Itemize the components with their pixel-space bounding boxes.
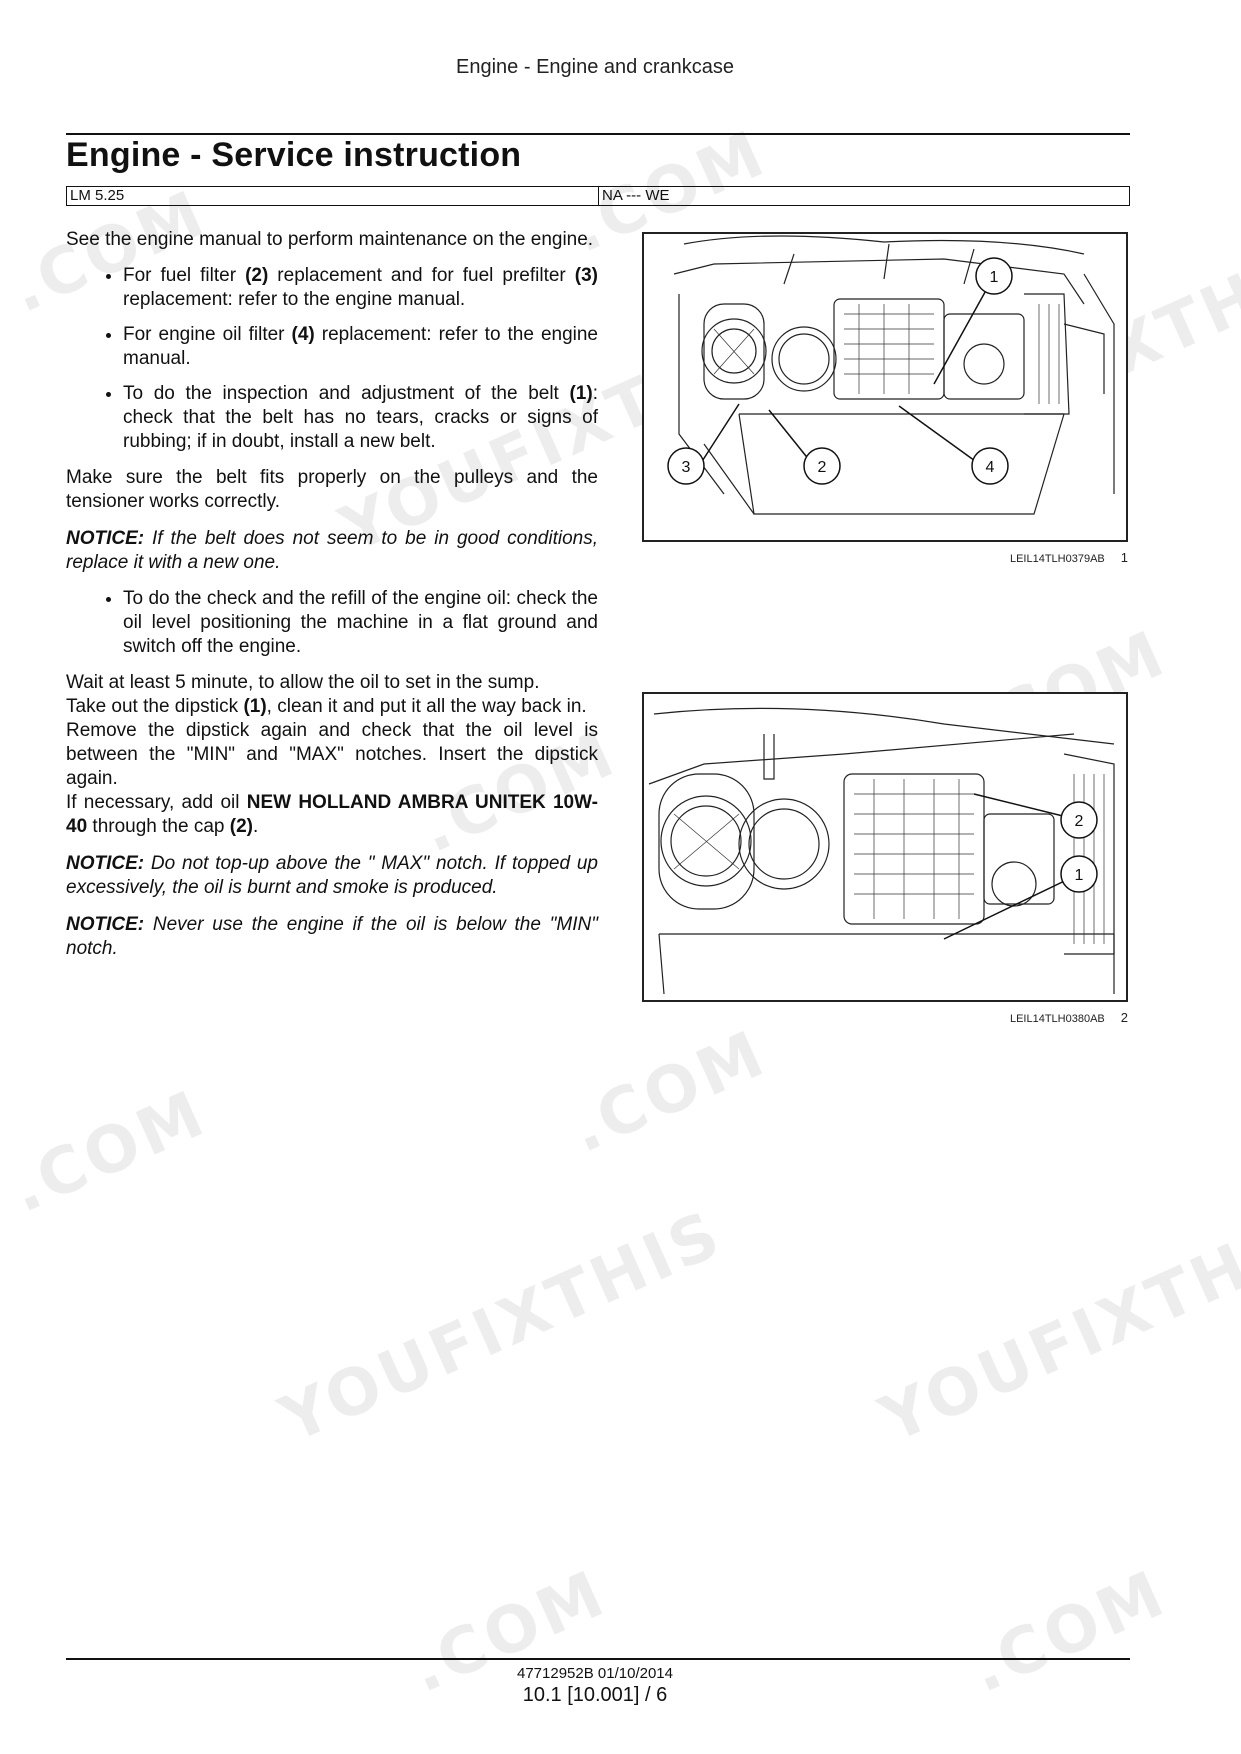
list-item: To do the check and the refill of the en… xyxy=(123,587,598,659)
add-oil-paragraph: If necessary, add oil NEW HOLLAND AMBRA … xyxy=(66,792,598,837)
list-item: To do the inspection and adjustment of t… xyxy=(123,382,598,454)
figure-1: 1 3 2 4 xyxy=(642,232,1128,542)
document-code: 47712952B 01/10/2014 xyxy=(517,1665,673,1682)
page-reference: 10.1 [10.001] / 6 xyxy=(522,1684,668,1706)
instruction-text: See the engine manual to perform mainten… xyxy=(66,228,598,961)
header-rule xyxy=(66,133,1130,135)
callout-label: 1 xyxy=(1075,867,1084,884)
notice-min: NOTICE: Never use the engine if the oil … xyxy=(66,914,598,959)
belt-paragraph: Make sure the belt fits properly on the … xyxy=(66,467,598,512)
figure-1-caption: LEIL14TLH0379AB 1 xyxy=(642,550,1128,565)
notice-belt: NOTICE: If the belt does not seem to be … xyxy=(66,528,598,573)
engine-bay-illustration-1: 1 3 2 4 xyxy=(667,235,1115,515)
watermark: .COM xyxy=(0,1076,218,1228)
figure-code: LEIL14TLH0380AB xyxy=(1009,1013,1105,1025)
callout-label: 2 xyxy=(1075,813,1084,830)
page-title: Engine - Service instruction xyxy=(66,136,522,174)
figure-2: 2 1 xyxy=(642,692,1128,1002)
figure-number: 1 xyxy=(1120,550,1128,565)
model-cell: LM 5.25 xyxy=(67,187,599,205)
applicability-table: LM 5.25 NA --- WE xyxy=(66,186,1130,206)
list-item: For fuel filter (2) replacement and for … xyxy=(123,264,598,312)
footer-rule xyxy=(66,1658,1130,1660)
engine-bay-illustration-2: 2 1 xyxy=(648,707,1115,995)
callout-label: 1 xyxy=(990,269,999,286)
watermark: YOUFIXTHIS xyxy=(270,1197,734,1458)
running-header: Engine - Engine and crankcase xyxy=(456,56,734,78)
remove-paragraph: Remove the dipstick again and check that… xyxy=(66,720,598,789)
list-item: For engine oil filter (4) replacement: r… xyxy=(123,323,598,371)
dipstick-paragraph: Take out the dipstick (1), clean it and … xyxy=(66,696,587,717)
figure-code: LEIL14TLH0379AB xyxy=(1009,553,1105,565)
watermark: YOUFIXTHIS xyxy=(870,1197,1241,1458)
notice-max: NOTICE: Do not top-up above the " MAX" n… xyxy=(66,853,598,898)
intro-paragraph: See the engine manual to perform mainten… xyxy=(66,229,594,250)
figure-number: 2 xyxy=(1120,1010,1128,1025)
wait-paragraph: Wait at least 5 minute, to allow the oil… xyxy=(66,672,540,693)
callout-label: 3 xyxy=(682,459,691,476)
callout-label: 2 xyxy=(818,459,827,476)
watermark: .COM xyxy=(560,1016,778,1168)
bullet-list: To do the check and the refill of the en… xyxy=(66,587,598,659)
region-cell: NA --- WE xyxy=(602,187,670,204)
bullet-list: For fuel filter (2) replacement and for … xyxy=(66,264,598,454)
figure-2-caption: LEIL14TLH0380AB 2 xyxy=(642,1010,1128,1025)
callout-label: 4 xyxy=(986,459,995,476)
